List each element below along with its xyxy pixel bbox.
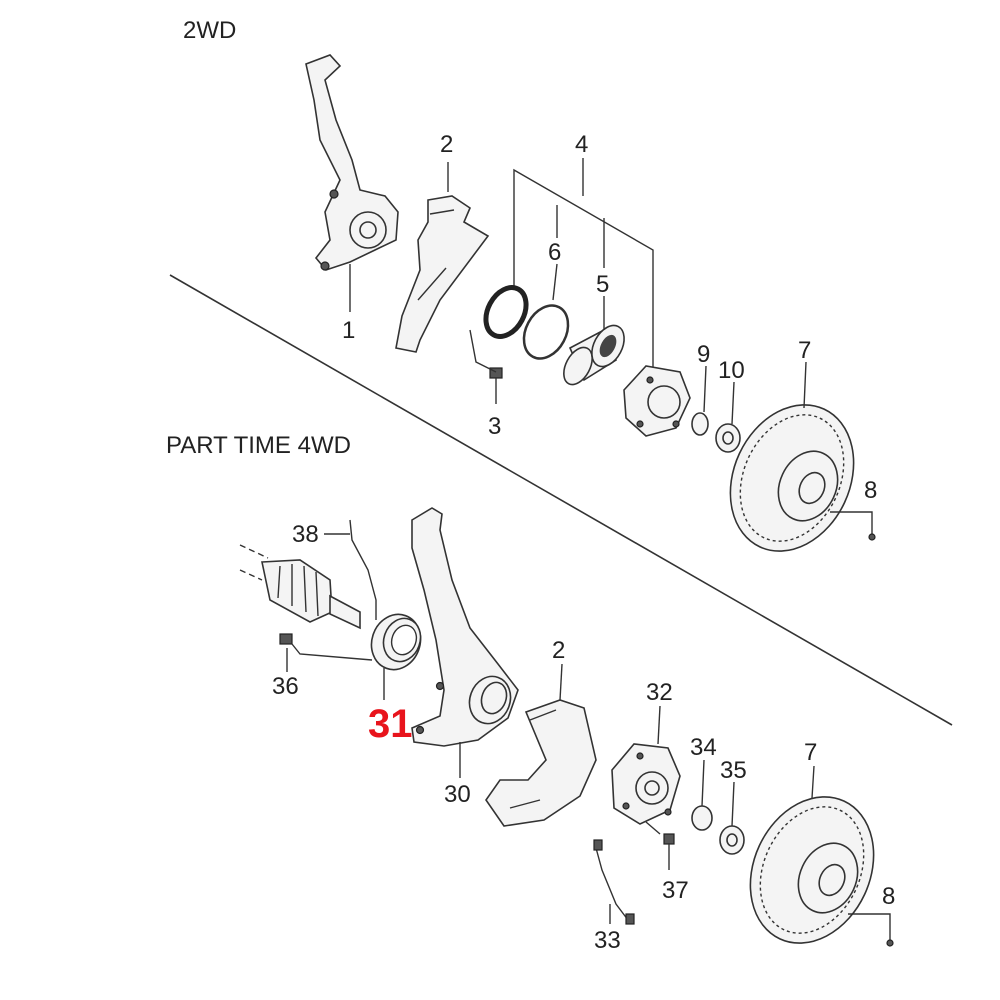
section-divider [169, 274, 953, 726]
label-32[interactable]: 32 [646, 679, 673, 706]
label-7-bottom[interactable]: 7 [804, 739, 817, 766]
label-8-bottom[interactable]: 8 [882, 883, 895, 910]
label-31-highlighted[interactable]: 31 [368, 702, 413, 746]
part-30-knuckle[interactable] [411, 507, 519, 747]
part-33-sensor-cable[interactable] [593, 839, 635, 925]
part-10-nut[interactable] [715, 423, 741, 453]
part-36-bolt[interactable] [279, 633, 293, 645]
part-8-hub-bolt-top[interactable] [868, 533, 876, 541]
leader-34 [701, 759, 705, 807]
label-34[interactable]: 34 [690, 734, 717, 761]
part-9-washer[interactable] [691, 412, 709, 436]
leader-8-top [830, 511, 873, 534]
part-hub-2wd[interactable] [623, 365, 691, 437]
leader-32 [657, 705, 661, 745]
leader-2-bottom [559, 663, 563, 701]
label-36[interactable]: 36 [272, 673, 299, 700]
leader-36-path [291, 643, 373, 661]
section-title-part-time-4wd: PART TIME 4WD [166, 432, 351, 459]
label-35[interactable]: 35 [720, 757, 747, 784]
label-37[interactable]: 37 [662, 877, 689, 904]
label-2-bottom[interactable]: 2 [552, 637, 565, 664]
leader-9 [703, 365, 707, 413]
part-1-knuckle[interactable] [305, 54, 399, 271]
part-32-hub-assembly[interactable] [611, 743, 681, 825]
part-35-nut[interactable] [719, 825, 745, 855]
part-7-brake-disc-bottom[interactable] [727, 777, 896, 964]
label-5[interactable]: 5 [596, 271, 609, 298]
leader-35 [731, 781, 735, 827]
leader-7-bottom [811, 765, 815, 799]
leader-7-top [803, 361, 807, 409]
section-title-2wd: 2WD [183, 17, 236, 44]
part-2-dust-cover-top[interactable] [395, 195, 490, 353]
part-8-hub-bolt-bottom[interactable] [886, 939, 894, 947]
leader-37-path [645, 821, 661, 835]
part-2-dust-cover-bottom[interactable] [485, 699, 597, 827]
leader-6 [552, 263, 558, 301]
label-1[interactable]: 1 [342, 317, 355, 344]
label-6[interactable]: 6 [548, 239, 561, 266]
label-3[interactable]: 3 [488, 413, 501, 440]
label-4[interactable]: 4 [575, 131, 588, 158]
part-34-nut[interactable] [691, 805, 713, 831]
label-10[interactable]: 10 [718, 357, 745, 384]
part-5-bearing[interactable] [558, 320, 631, 389]
part-37-bolt[interactable] [663, 833, 675, 870]
part-7-brake-disc-top[interactable] [707, 385, 876, 572]
leader-3-path [469, 329, 497, 373]
label-33[interactable]: 33 [594, 927, 621, 954]
part-6-snap-ring[interactable] [515, 298, 577, 366]
part-drive-shaft[interactable] [239, 544, 361, 630]
leader-8-bottom [848, 913, 891, 940]
part-31-bearing[interactable] [364, 607, 428, 676]
part-oil-seal[interactable] [478, 281, 534, 344]
leader-10 [731, 381, 735, 425]
label-2-top[interactable]: 2 [440, 131, 453, 158]
leader-4-bracket [513, 158, 654, 370]
label-30[interactable]: 30 [444, 781, 471, 808]
label-38[interactable]: 38 [292, 521, 319, 548]
label-8-top[interactable]: 8 [864, 477, 877, 504]
part-3-bolt[interactable] [489, 367, 503, 404]
label-7-top[interactable]: 7 [798, 337, 811, 364]
part-38-sensor-wire[interactable] [349, 519, 377, 620]
label-9[interactable]: 9 [697, 341, 710, 368]
